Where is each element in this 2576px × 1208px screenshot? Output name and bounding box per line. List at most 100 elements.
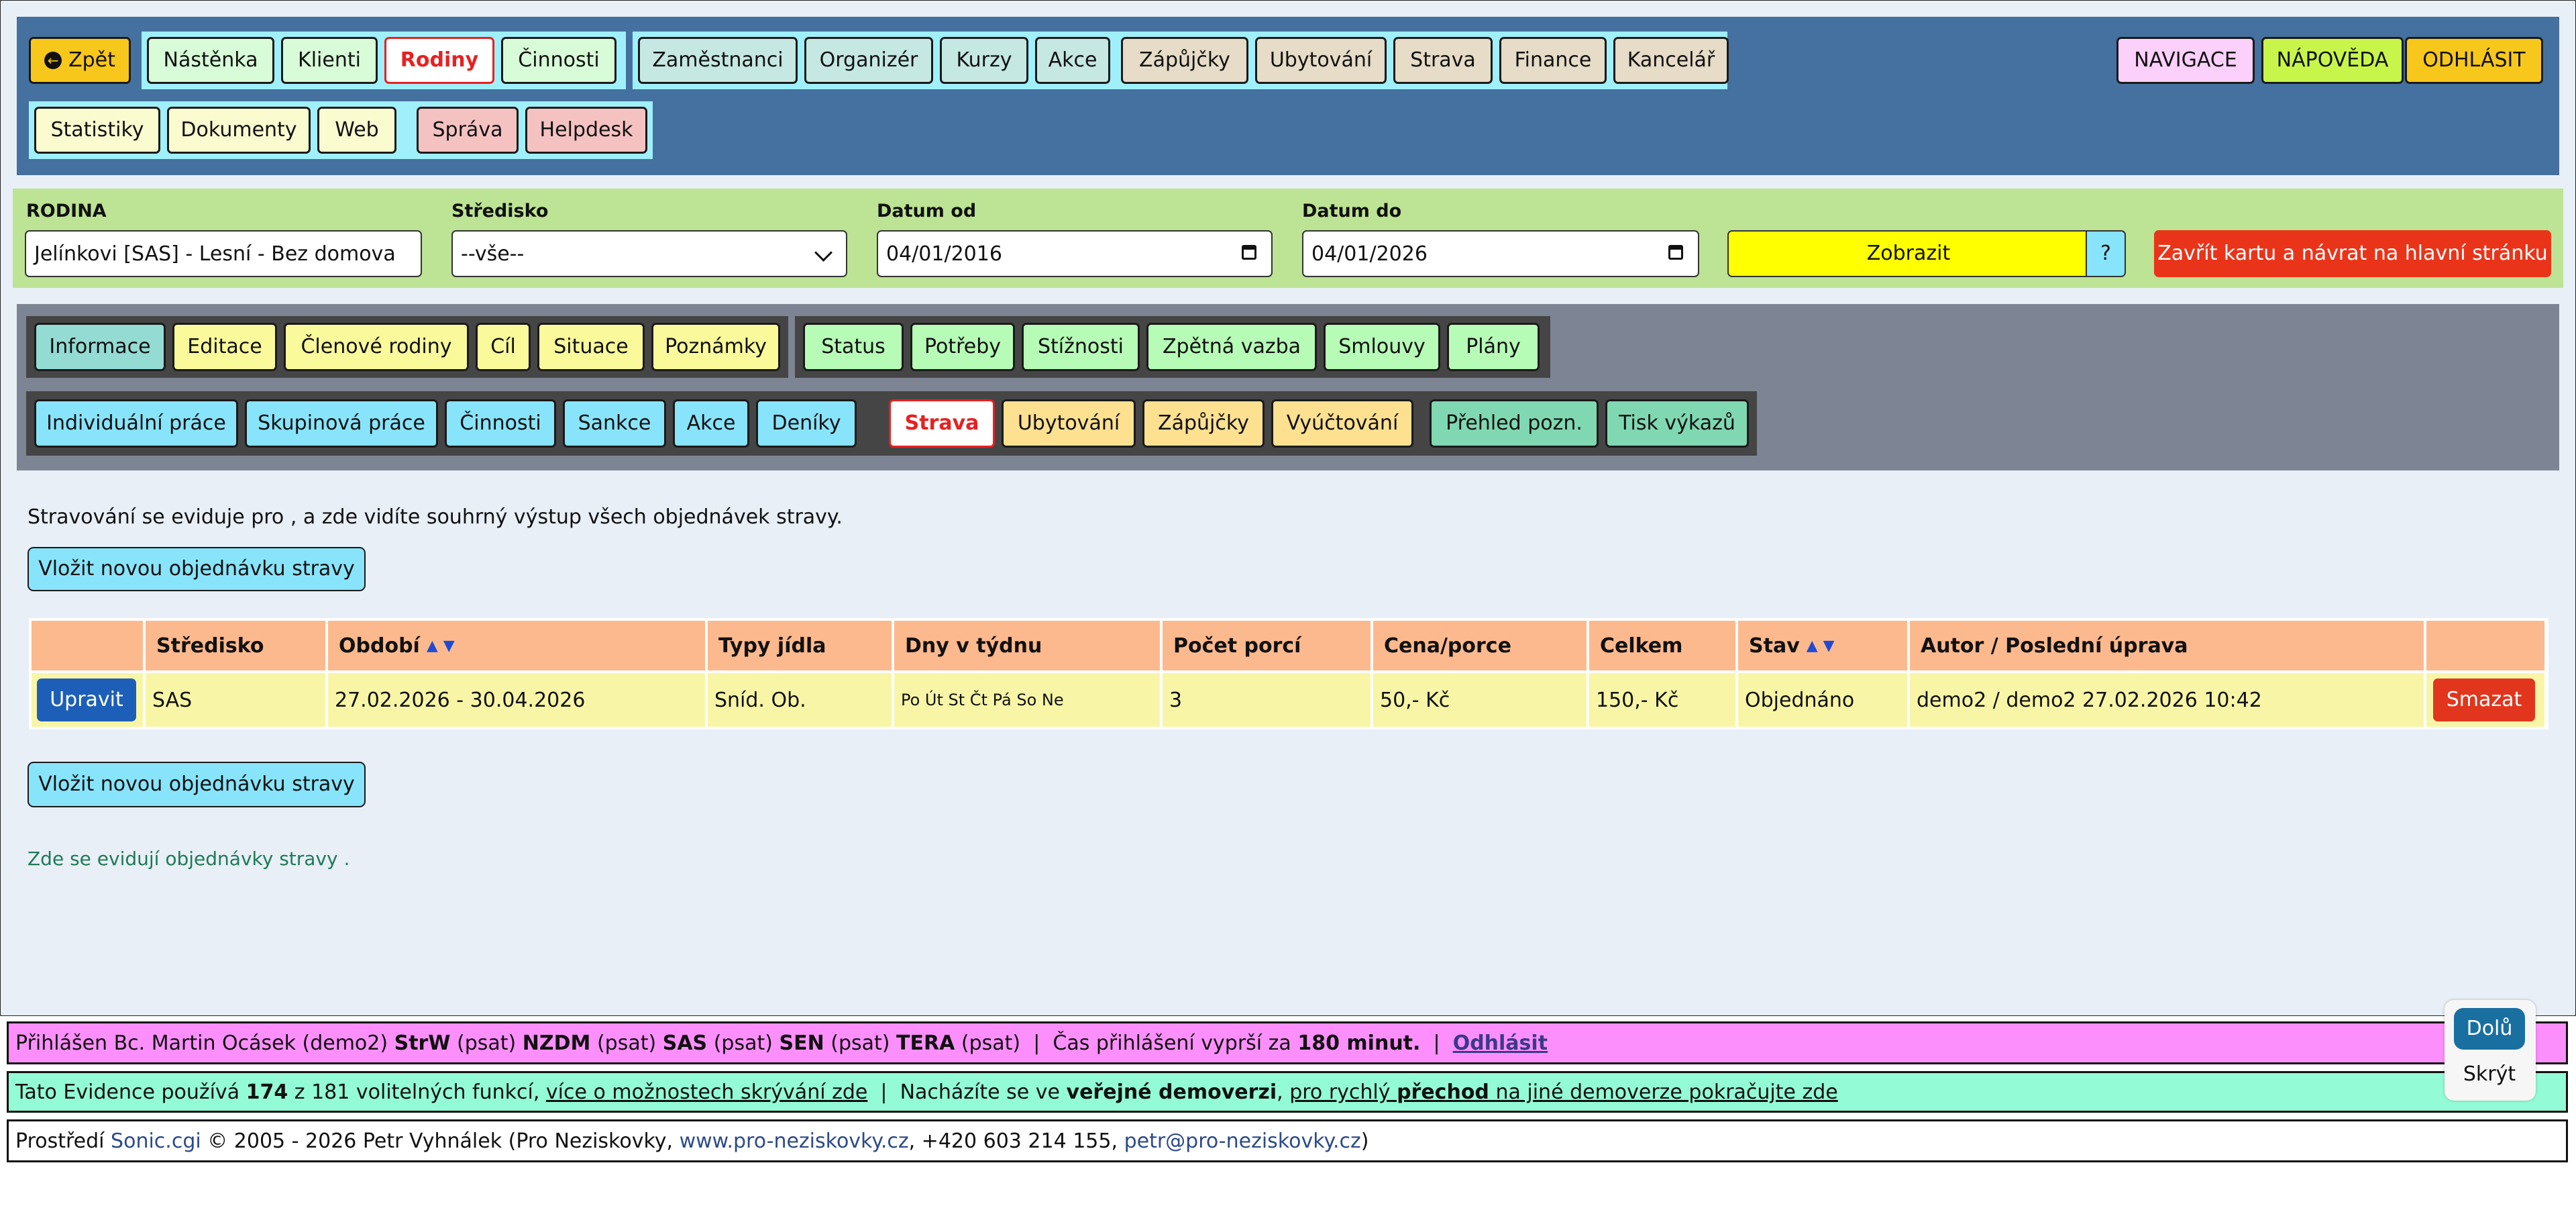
delete-button[interactable]: Smazat <box>2433 678 2535 721</box>
family-label: RODINA <box>26 201 107 221</box>
filter-help-button[interactable]: ? <box>2086 230 2126 277</box>
nav-sprava[interactable]: Správa <box>417 107 519 154</box>
add-meal-order-button[interactable]: Vložit novou objednávku stravy <box>28 547 366 591</box>
header-period-label: Období <box>339 634 420 658</box>
add-meal-order-button-bottom[interactable]: Vložit novou objednávku stravy <box>28 762 366 807</box>
features-count: 174 <box>246 1080 288 1104</box>
tab-tisk-vykazu[interactable]: Tisk výkazů <box>1605 399 1749 448</box>
hide-controls-button[interactable]: Skrýt <box>2463 1062 2516 1086</box>
nav-rodiny[interactable]: Rodiny <box>384 37 494 84</box>
note-text: Zde se evidují objednávky stravy . <box>28 848 350 870</box>
sort-up-icon[interactable]: ▲ <box>426 637 438 654</box>
date-to-value: 04/01/2026 <box>1311 242 1428 266</box>
nav-zamestnanci[interactable]: Zaměstnanci <box>638 37 798 84</box>
nav-nastenka[interactable]: Nástěnka <box>147 37 274 84</box>
date-to-input[interactable]: 04/01/2026 <box>1302 230 1699 277</box>
tab-ubytovani[interactable]: Ubytování <box>1002 399 1136 448</box>
row-total: 150,- Kč <box>1589 673 1735 727</box>
nav-helpdesk[interactable]: Helpdesk <box>525 107 647 154</box>
header-price: Cena/porce <box>1373 621 1587 670</box>
center-select[interactable]: --vše-- <box>451 230 847 277</box>
close-card-button[interactable]: Zavřít kartu a návrat na hlavní stránku <box>2154 230 2551 277</box>
nav-statistiky[interactable]: Statistiky <box>34 107 160 154</box>
calendar-icon <box>1668 245 1683 260</box>
nav-ubytovani[interactable]: Ubytování <box>1255 37 1387 84</box>
copyright-end: ) <box>1360 1129 1369 1153</box>
org-code: TERA <box>896 1031 955 1055</box>
tab-vyuctovani[interactable]: Vyúčtování <box>1271 399 1413 448</box>
family-field[interactable]: Jelínkovi [SAS] - Lesní - Bez domova <box>25 230 422 277</box>
date-from-value: 04/01/2016 <box>886 242 1002 266</box>
tab-deniky[interactable]: Deníky <box>756 399 857 448</box>
nav-web[interactable]: Web <box>317 107 396 154</box>
nav-strava[interactable]: Strava <box>1393 37 1493 84</box>
tab-situace[interactable]: Situace <box>537 323 645 371</box>
website-link[interactable]: www.pro-neziskovky.cz <box>679 1129 909 1153</box>
nav-klienti[interactable]: Klienti <box>281 37 378 84</box>
sort-down-icon[interactable]: ▼ <box>1823 637 1835 654</box>
top-nav-bar: ← Zpět Nástěnka Klienti Rodiny Činnosti … <box>17 17 2559 175</box>
tab-potreby[interactable]: Potřeby <box>910 323 1015 371</box>
tab-clenove-rodiny[interactable]: Členové rodiny <box>284 323 469 371</box>
demo-switch-link[interactable]: pro rychlý přechod na jiné demoverze pok… <box>1289 1080 1838 1104</box>
header-portions: Počet porcí <box>1163 621 1371 670</box>
hide-features-link[interactable]: více o možnostech skrývání zde <box>545 1080 868 1104</box>
help-button[interactable]: NÁPOVĚDA <box>2261 37 2404 84</box>
nav-cinnosti[interactable]: Činnosti <box>501 37 616 84</box>
tab-informace[interactable]: Informace <box>34 323 166 371</box>
footer-features-bar: Tato Evidence používá 174 z 181 voliteln… <box>7 1071 2568 1113</box>
logout-button[interactable]: ODHLÁSIT <box>2405 37 2543 84</box>
sort-down-icon[interactable]: ▼ <box>443 637 455 654</box>
nav-akce[interactable]: Akce <box>1035 37 1110 84</box>
phone-text: , +420 603 214 155, <box>908 1129 1118 1153</box>
tab-stiznosti[interactable]: Stížnosti <box>1022 323 1140 371</box>
date-from-input[interactable]: 04/01/2016 <box>877 230 1273 277</box>
sort-up-icon[interactable]: ▲ <box>1806 637 1818 654</box>
tab-group-1b: Status Potřeby Stížnosti Zpětná vazba Sm… <box>795 316 1550 378</box>
navigation-button[interactable]: NAVIGACE <box>2116 37 2255 84</box>
nav-dokumenty[interactable]: Dokumenty <box>167 107 311 154</box>
row-period: 27.02.2026 - 30.04.2026 <box>328 673 705 727</box>
org-code: SEN <box>779 1031 824 1055</box>
nav-zapujcky[interactable]: Zápůjčky <box>1121 37 1248 84</box>
copyright-text-2: © 2005 - 2026 Petr Vyhnálek (Pro Nezisko… <box>207 1129 674 1153</box>
tab-strava[interactable]: Strava <box>889 399 995 448</box>
header-center: Středisko <box>146 621 325 670</box>
nav-kurzy[interactable]: Kurzy <box>940 37 1028 84</box>
row-center: SAS <box>146 673 325 727</box>
email-link[interactable]: petr@pro-neziskovky.cz <box>1124 1129 1361 1153</box>
orders-table: Středisko Období ▲ ▼ Typy jídla Dny v tý… <box>29 618 2548 729</box>
tab-skupinova-prace[interactable]: Skupinová práce <box>245 399 438 448</box>
org-code: StrW <box>394 1031 451 1055</box>
nav-finance[interactable]: Finance <box>1499 37 1607 84</box>
tab-cinnosti[interactable]: Činnosti <box>445 399 556 448</box>
tab-plany[interactable]: Plány <box>1447 323 1540 371</box>
features-text: Tato Evidence používá <box>15 1080 240 1104</box>
tab-individualni-prace[interactable]: Individuální práce <box>34 399 238 448</box>
separator: | <box>880 1080 888 1104</box>
footer-logout-link[interactable]: Odhlásit <box>1452 1031 1548 1055</box>
tab-prehled-pozn[interactable]: Přehled pozn. <box>1430 399 1599 448</box>
tab-akce[interactable]: Akce <box>673 399 749 448</box>
header-total: Celkem <box>1589 621 1735 670</box>
scroll-down-button[interactable]: Dolů <box>2454 1008 2525 1050</box>
row-price: 50,- Kč <box>1373 673 1587 727</box>
tab-group-1a: Informace Editace Členové rodiny Cíl Sit… <box>26 316 788 378</box>
tab-poznamky[interactable]: Poznámky <box>651 323 780 371</box>
nav-organizer[interactable]: Organizér <box>804 37 933 84</box>
tab-cil[interactable]: Cíl <box>476 323 531 371</box>
back-button[interactable]: ← Zpět <box>29 37 131 84</box>
show-button[interactable]: Zobrazit <box>1727 230 2090 277</box>
center-label: Středisko <box>451 201 549 221</box>
org-role: (psat) <box>961 1031 1021 1055</box>
tab-editace[interactable]: Editace <box>172 323 277 371</box>
nav-kancelar[interactable]: Kancelář <box>1613 37 1729 84</box>
tab-status[interactable]: Status <box>803 323 904 371</box>
edit-button[interactable]: Upravit <box>37 678 136 721</box>
tab-zapujcky[interactable]: Zápůjčky <box>1142 399 1265 448</box>
tab-sankce[interactable]: Sankce <box>563 399 666 448</box>
tab-smlouvy[interactable]: Smlouvy <box>1324 323 1440 371</box>
sonic-link[interactable]: Sonic.cgi <box>111 1129 201 1153</box>
tab-zpetna-vazba[interactable]: Zpětná vazba <box>1146 323 1317 371</box>
nav-group-3: Zápůjčky Ubytování Strava Finance Kancel… <box>1112 32 1729 89</box>
